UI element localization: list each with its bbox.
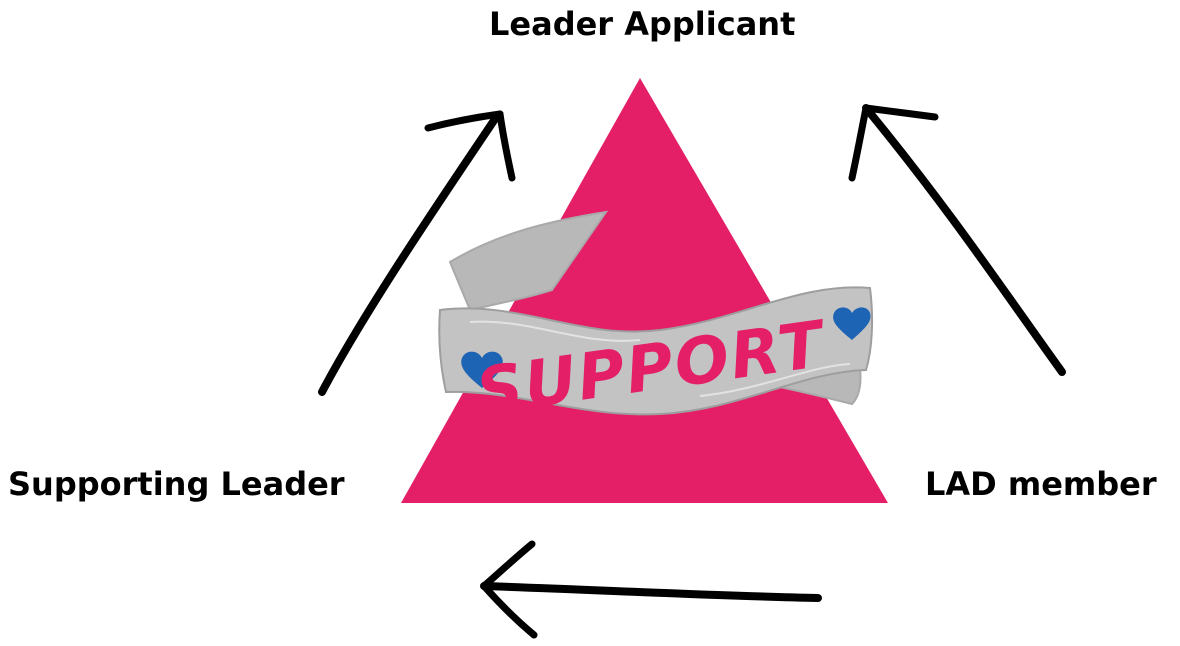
arrow-up-left-icon (848, 104, 1066, 376)
support-ribbon (438, 210, 874, 416)
heart-icon (461, 351, 503, 388)
arrow-left-icon (480, 540, 822, 639)
node-lad-member: LAD member (925, 465, 1157, 503)
arrow-up-right-icon (318, 110, 516, 396)
node-supporting-leader: Supporting Leader (8, 465, 345, 503)
heart-icon (833, 307, 871, 340)
node-leader-applicant: Leader Applicant (489, 5, 796, 43)
